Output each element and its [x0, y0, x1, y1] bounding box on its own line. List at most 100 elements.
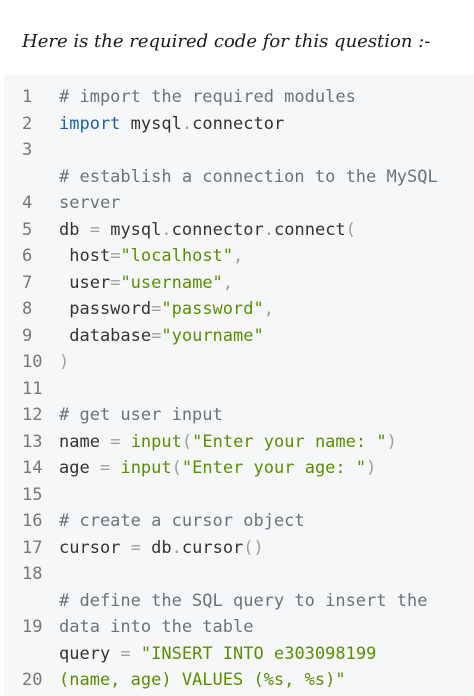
code-token: server — [59, 193, 121, 213]
code-token: , — [222, 272, 234, 293]
code-token: "yourname" — [161, 325, 264, 346]
line-number: 13 — [22, 431, 43, 452]
line-number: 6 — [22, 246, 33, 266]
code-text: # import the required modules — [59, 84, 356, 110]
code-token: ( — [171, 458, 182, 478]
code-text: # create a cursor object — [59, 508, 305, 534]
line-number: 19 — [22, 617, 43, 637]
code-token: connector — [192, 113, 285, 134]
code-token: # define the SQL query to insert the — [59, 590, 428, 611]
code-token: "Enter your age: " — [181, 458, 367, 478]
code-token: mysql — [99, 219, 162, 240]
code-token: password — [59, 299, 152, 319]
line-number: 16 — [22, 511, 43, 531]
line-number: 20 — [22, 670, 43, 690]
code-token: host — [59, 246, 111, 266]
line-number: 5 — [22, 219, 33, 240]
code-text: # get user input — [59, 402, 223, 428]
code-token: = — [151, 325, 162, 346]
code-text: query = "INSERT INTO e303098199 — [59, 641, 376, 667]
code-token: data into the table — [59, 617, 254, 637]
code-token: query — [59, 643, 121, 664]
line-number: 18 — [22, 564, 43, 584]
line-number: 2 — [22, 113, 33, 134]
code-token: "username" — [120, 272, 223, 293]
code-token: input — [120, 458, 172, 478]
code-token — [110, 458, 120, 478]
code-token: (name, age) VALUES (%s, %s)" — [59, 670, 346, 690]
code-token: = — [89, 219, 100, 240]
code-text: (name, age) VALUES (%s, %s)" — [59, 667, 346, 693]
code-token: mysql — [120, 113, 182, 134]
code-token: ( — [181, 431, 193, 452]
answer-heading: Here is the required code for this quest… — [22, 31, 431, 52]
line-number: 14 — [22, 458, 43, 478]
code-token: "INSERT INTO e303098199 — [140, 643, 377, 664]
code-text: ) — [59, 349, 69, 375]
line-number: 17 — [22, 537, 43, 558]
code-token: db — [140, 537, 172, 558]
code-token: = — [120, 643, 131, 664]
code-text: cursor = db.cursor() — [59, 535, 264, 561]
code-token: , — [233, 246, 244, 266]
line-number: 4 — [22, 193, 33, 213]
code-token: = — [110, 431, 121, 452]
code-token — [120, 432, 130, 452]
code-token: . — [171, 537, 182, 558]
code-token: = — [99, 458, 111, 478]
code-text: db = mysql.connector.connect( — [59, 217, 356, 243]
line-number: 15 — [22, 484, 43, 505]
code-text: server — [59, 190, 120, 216]
code-text: # establish a connection to the MySQL — [59, 164, 438, 190]
code-token: , — [263, 299, 274, 319]
code-token: = — [151, 299, 162, 319]
code-token: ) — [366, 458, 377, 478]
code-token: input — [130, 431, 182, 452]
line-number: 12 — [22, 405, 43, 425]
code-text: age = input("Enter your age: ") — [59, 455, 376, 481]
code-token: = — [110, 246, 121, 266]
code-text: data into the table — [59, 614, 253, 640]
code-token: ) — [59, 352, 70, 372]
code-token: ) — [386, 431, 397, 452]
line-number: 7 — [22, 272, 33, 293]
line-number: 11 — [22, 378, 43, 399]
code-token: age — [59, 458, 100, 478]
code-token: # get user input — [59, 405, 223, 425]
code-token: . — [181, 113, 193, 134]
code-token: # import the required modules — [59, 87, 356, 107]
code-text: user="username", — [59, 270, 233, 296]
code-token: "localhost" — [120, 246, 234, 266]
code-text: host="localhost", — [59, 243, 243, 269]
code-token: cursor — [181, 537, 244, 558]
code-token: cursor — [59, 537, 131, 558]
code-text: name = input("Enter your name: ") — [59, 429, 397, 455]
code-token — [131, 644, 141, 664]
code-text: import mysql.connector — [59, 111, 284, 137]
code-text: database="yourname" — [59, 323, 264, 349]
code-token: connect — [274, 219, 346, 240]
line-number: 10 — [22, 352, 43, 372]
code-token: "Enter your name: " — [192, 431, 387, 452]
line-number: 8 — [22, 299, 33, 319]
code-token: ( — [345, 219, 356, 240]
code-token: connector — [171, 219, 264, 240]
code-token: db — [59, 219, 90, 240]
code-token: # create a cursor object — [59, 511, 305, 531]
code-token: database — [59, 325, 152, 346]
code-token: = — [110, 272, 121, 293]
code-token: () — [243, 537, 264, 558]
code-token: "password" — [161, 299, 264, 319]
code-token: . — [263, 219, 275, 240]
line-number: 9 — [22, 325, 33, 346]
code-token: = — [130, 537, 141, 558]
code-token: # establish a connection to the MySQL — [59, 166, 438, 187]
code-text: password="password", — [59, 296, 274, 322]
line-number: 3 — [22, 140, 33, 160]
code-token: user — [59, 272, 111, 293]
code-text: # define the SQL query to insert the — [59, 588, 427, 614]
code-token: name — [59, 431, 111, 452]
code-token: . — [161, 219, 172, 240]
